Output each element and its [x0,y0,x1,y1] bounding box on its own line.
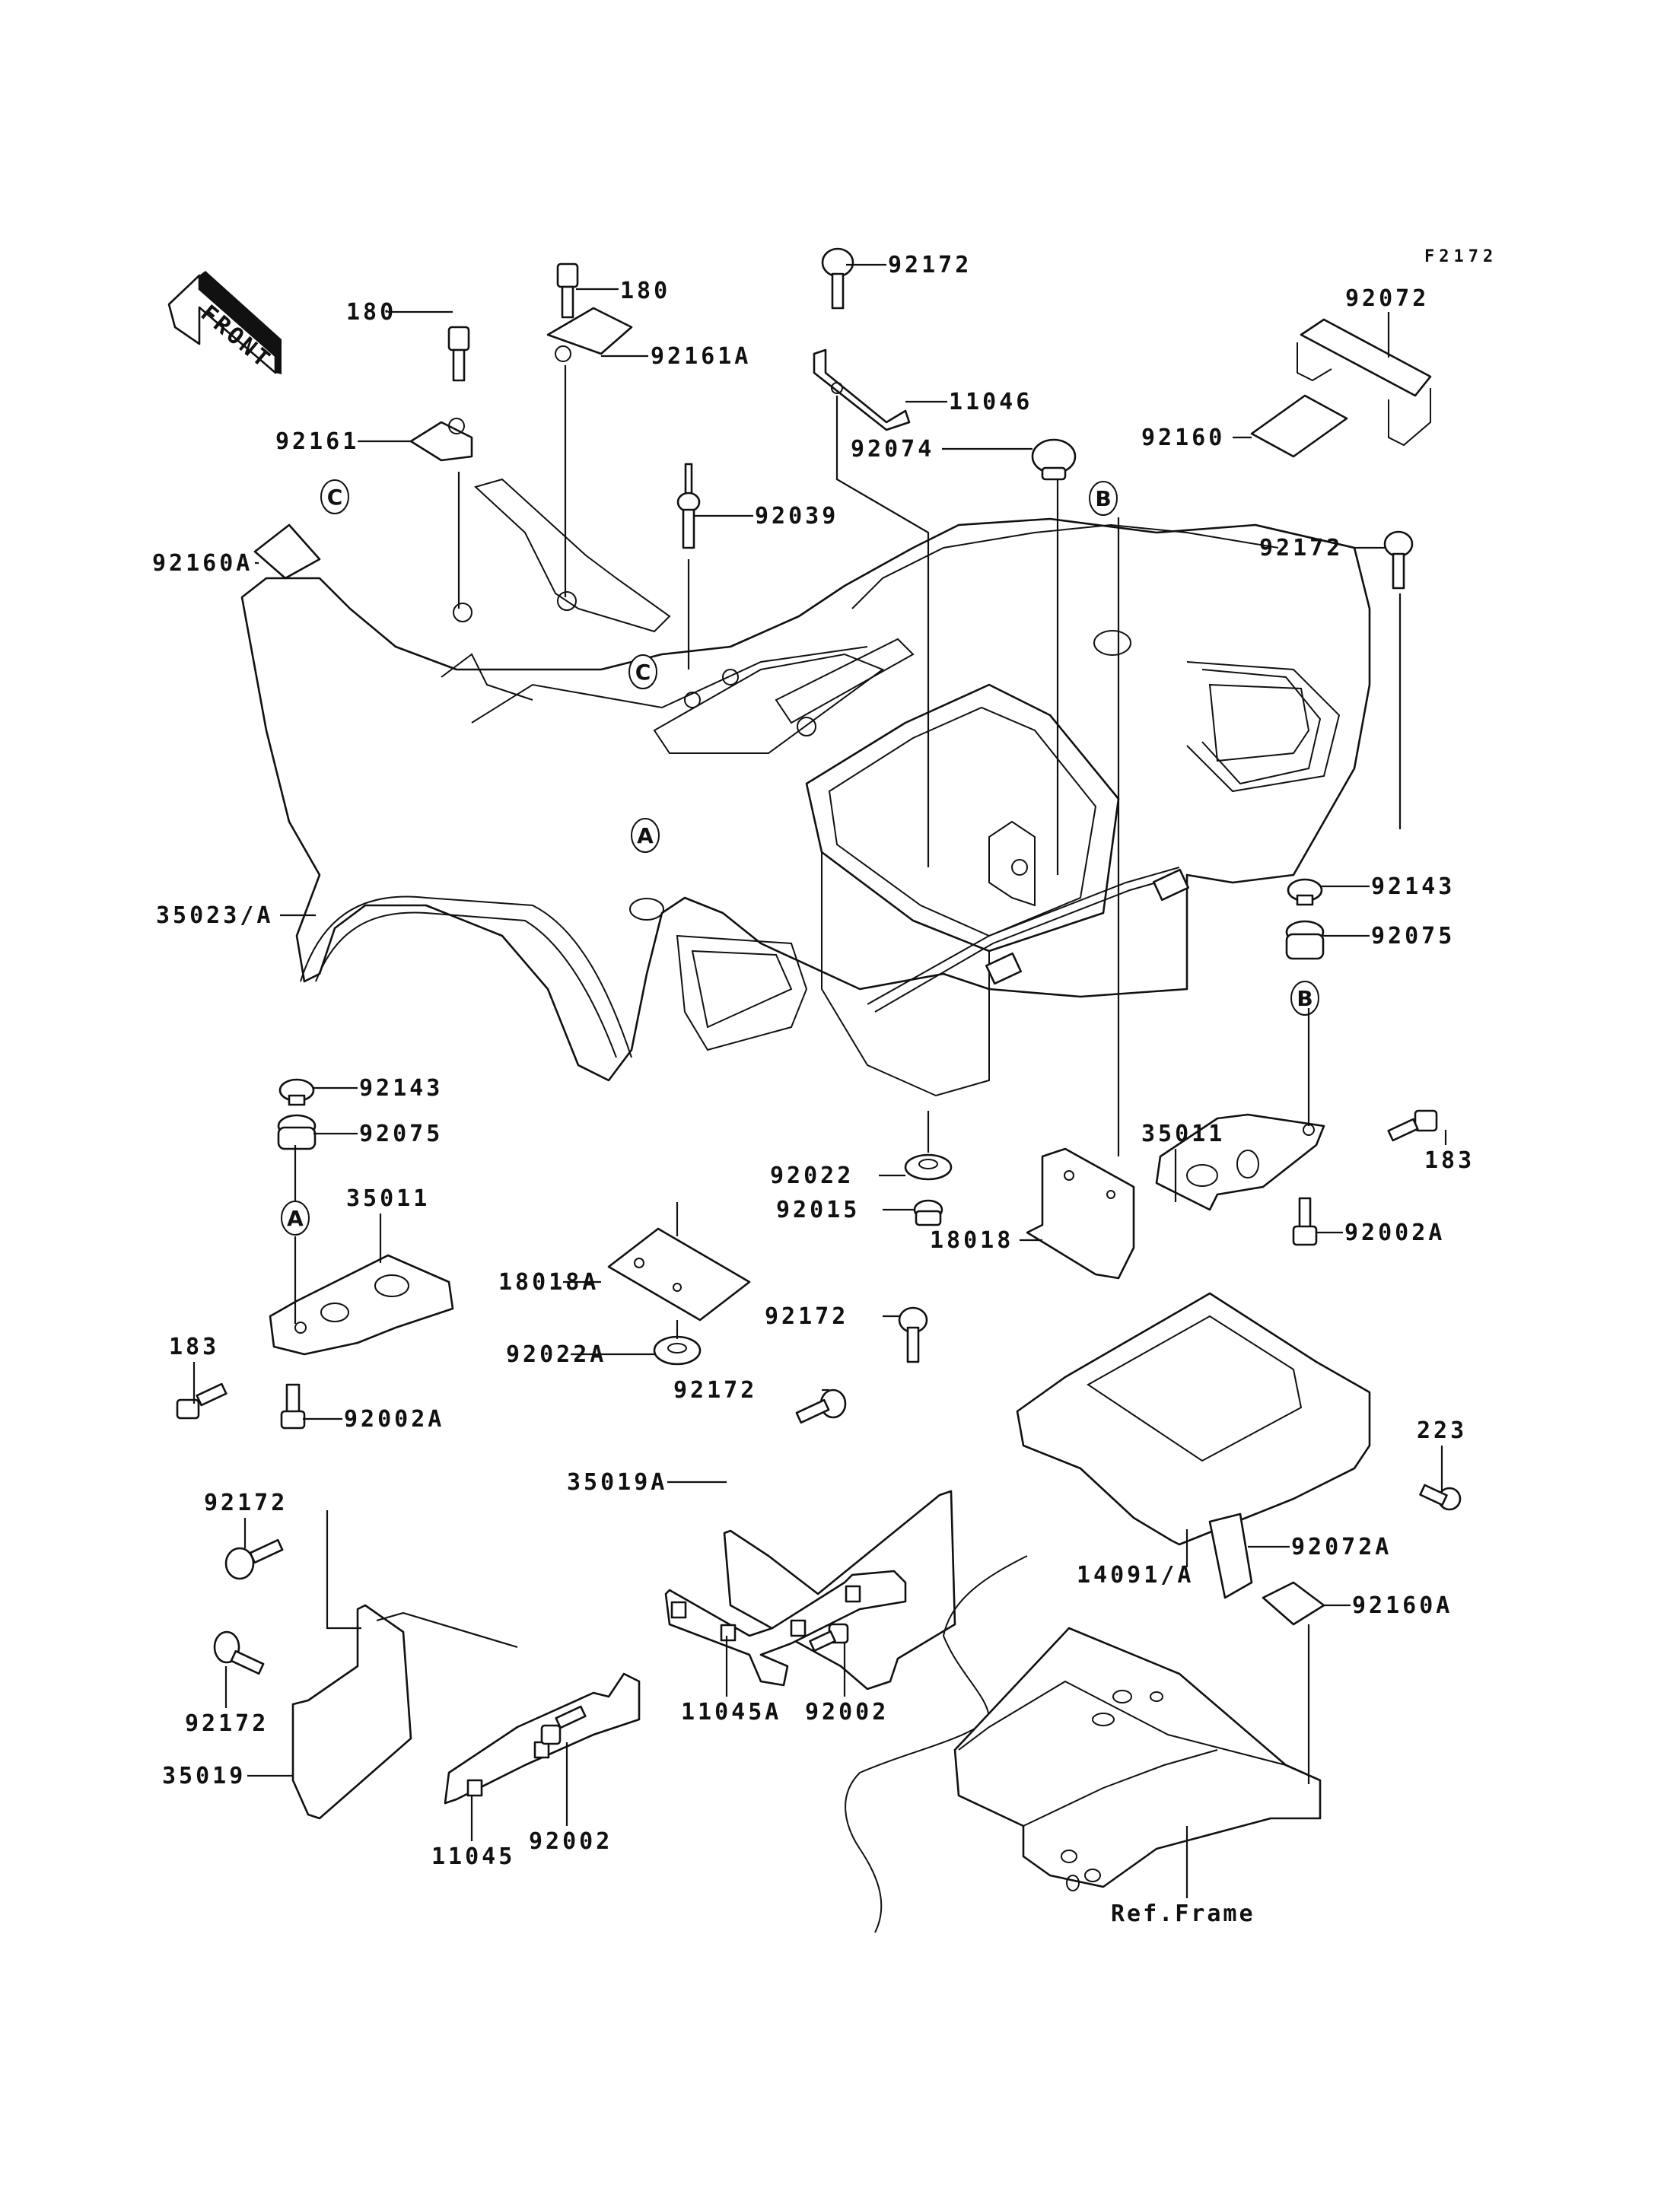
grommet-92143-left-icon [278,1078,315,1106]
bolt-92002-lower-icon [540,1705,587,1745]
callout-92002-lower: 92002 [529,1828,612,1855]
rear-fender [240,478,1371,1097]
reference-frame-label: Ref.Frame [1111,1901,1255,1927]
bolt-92002-mid-icon [809,1623,849,1652]
callout-92161: 92161 [275,428,359,455]
bracket-18018-icon [1026,1147,1135,1280]
screw-92172-35019a-lower-icon [795,1388,847,1424]
callout-183-right: 183 [1424,1147,1475,1174]
callout-92002-mid: 92002 [805,1699,889,1726]
callout-92172-35019-lower: 92172 [185,1710,269,1737]
callout-92002a-left: 92002A [344,1406,444,1433]
marker-a-body: A [631,818,660,853]
marker-c-upper: C [320,479,349,514]
callout-92143-left: 92143 [359,1075,443,1102]
strap-92072-icon [1297,318,1432,447]
bracket-35011-left-icon [269,1254,454,1356]
marker-b-bracket: B [1290,981,1319,1016]
plate-18018a-icon [607,1227,751,1322]
guard-35019-icon [291,1604,412,1820]
svg-text:C: C [327,485,343,510]
bolt-183-left-icon [176,1382,228,1420]
marker-c-lower: C [628,654,657,689]
callout-92072: 92072 [1345,285,1429,312]
callout-92072a: 92072A [1291,1534,1392,1560]
callout-11045a: 11045A [681,1699,781,1726]
callout-92160a-lower: 92160A [1352,1592,1452,1619]
callout-35023a: 35023/A [156,902,273,929]
grommet-92075-left-icon [277,1114,317,1150]
bracket-92161-icon [409,418,473,462]
callout-180-upper: 180 [620,278,670,304]
screw-223-icon [1419,1484,1462,1511]
callout-223: 223 [1417,1417,1467,1444]
callout-92143-right: 92143 [1371,873,1455,900]
screw-92172-top-icon [821,247,854,310]
figure-code: F2172 [1424,247,1497,266]
screw-92172-right-icon [1383,530,1414,590]
callout-14091a: 14091/A [1077,1562,1194,1589]
bolt-180-left-icon [447,326,470,382]
callout-11046: 11046 [949,389,1032,415]
pad-92160a-upper-icon [253,523,321,580]
bolt-183-right-icon [1387,1109,1438,1142]
washer-92022a-icon [653,1335,702,1366]
callout-92015: 92015 [776,1197,860,1223]
callout-35011-left: 35011 [346,1185,430,1212]
grommet-92075-right-icon [1285,920,1325,960]
callout-18018: 18018 [930,1227,1013,1254]
callout-180-left: 180 [346,299,396,326]
callout-92074: 92074 [851,436,934,463]
bracket-92161a-icon [546,307,633,362]
front-arrow-icon: FRONT [167,271,282,374]
callout-18018a: 18018A [498,1269,599,1296]
bracket-11045a-icon [664,1570,907,1687]
grommet-92143-right-icon [1287,878,1323,906]
washer-92022-icon [904,1153,953,1181]
callout-92172-35019a-lower: 92172 [673,1377,757,1404]
svg-text:A: A [637,823,654,848]
cover-14091a-icon [1016,1292,1371,1546]
callout-35019a: 35019A [567,1469,667,1496]
strap-92072a-icon [1208,1513,1253,1599]
svg-text:B: B [1297,986,1312,1011]
callout-183-left: 183 [169,1334,219,1360]
callout-35019: 35019 [162,1763,246,1789]
bolt-180-upper-icon [556,262,579,319]
bolt-92002a-left-icon [280,1383,306,1430]
screw-92172-35019-upper-icon [224,1538,284,1580]
svg-text:B: B [1095,486,1111,511]
frame-reference [845,1555,1322,1933]
screw-92172-35019a-upper-icon [898,1306,928,1363]
nut-92015-icon [913,1199,943,1226]
callout-92002a-right: 92002A [1344,1220,1445,1246]
callout-92022: 92022 [770,1163,854,1189]
leader-lines [192,263,1447,1841]
rivet-92039-icon [676,463,701,549]
svg-text:A: A [287,1206,304,1231]
callout-92161a: 92161A [651,343,751,370]
cap-92074-icon [1031,438,1077,481]
pad-92160-icon [1250,394,1348,458]
callout-11045: 11045 [431,1843,515,1870]
bolt-92002a-right-icon [1292,1197,1318,1246]
bracket-35011-right-icon [1155,1113,1325,1211]
svg-text:C: C [635,660,651,685]
callout-92172-top: 92172 [888,252,972,278]
marker-b-body: B [1089,481,1118,516]
bracket-11046-icon [813,348,911,431]
callout-92160a-upper: 92160A [152,550,253,577]
marker-a-bracket: A [281,1201,310,1236]
callout-92172-right: 92172 [1259,535,1343,561]
callout-92172-35019-upper: 92172 [204,1490,288,1516]
pad-92160a-lower-icon [1262,1581,1325,1626]
screw-92172-35019-lower-icon [213,1630,265,1675]
callout-92022a: 92022A [506,1341,606,1368]
callout-92160: 92160 [1141,425,1225,451]
callout-92075-right: 92075 [1371,923,1455,949]
callout-92172-35019a-upper: 92172 [765,1303,848,1330]
callout-92039: 92039 [755,503,838,530]
callout-35011-right: 35011 [1141,1121,1225,1147]
callout-92075-left: 92075 [359,1121,443,1147]
